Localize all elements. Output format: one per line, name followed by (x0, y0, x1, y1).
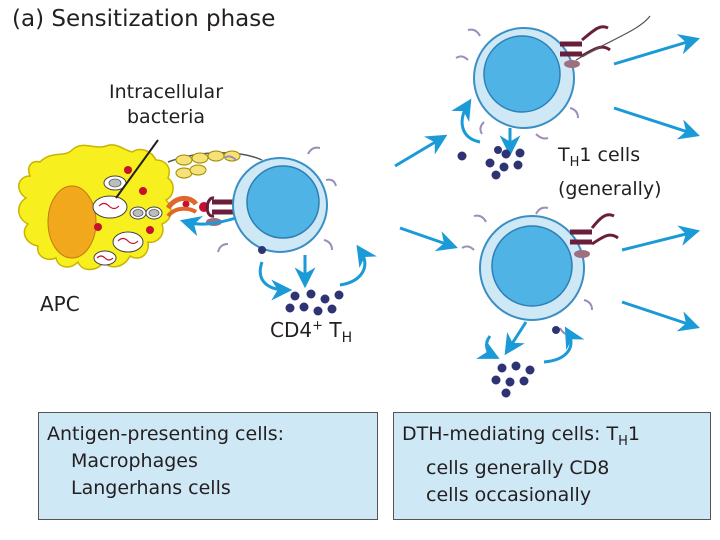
apc-box-heading: Antigen-presenting cells: (47, 423, 285, 445)
label-intracellular-line2: bacteria (126, 106, 206, 128)
red-antigen-dots (94, 166, 190, 234)
th1-bottom-arrows (476, 225, 701, 364)
apc-box-item: Langerhans cells (71, 477, 231, 499)
th1-cell-bottom (461, 206, 619, 336)
label-th1-cells: TH1 cells (generally) (558, 142, 662, 203)
label-cd4-prefix: CD4 (270, 318, 313, 342)
th1-bottom-cytokines (491, 361, 535, 398)
label-cd4-th: CD4+ TH (270, 318, 352, 346)
dth-box-heading-suffix: 1 (627, 423, 640, 445)
label-cd4-sub: H (341, 330, 353, 346)
apc-nucleus (47, 185, 97, 259)
th1-top-cytokines (457, 148, 525, 180)
th1-top-arrows (451, 34, 701, 157)
label-th1-rest: 1 cells (579, 144, 641, 166)
mhc-tcr-complex (165, 196, 238, 226)
label-apc: APC (40, 292, 80, 316)
cd4-cytokines (285, 289, 344, 316)
cd4-arrows (179, 215, 377, 301)
dth-box-line3: cells occasionally (426, 483, 592, 506)
label-th1-line2: (generally) (558, 177, 662, 200)
label-cd4-t: T (323, 318, 342, 342)
label-th1-sub: H (569, 154, 580, 170)
dth-box-heading-prefix: DTH-mediating cells: T (402, 423, 619, 445)
label-th1-t: T (558, 144, 570, 166)
dth-box-heading-sub: H (618, 433, 628, 449)
differentiation-arrows (394, 134, 458, 252)
th1-cell-top (455, 15, 651, 154)
label-intracellular-bacteria: Intracellular bacteria (96, 80, 236, 130)
cd4-t-cell (217, 146, 337, 254)
intracellular-bacteria (92, 175, 163, 266)
apc-info-box: Antigen-presenting cells: Macrophages La… (38, 412, 378, 520)
bacteria-pointer (115, 139, 159, 199)
label-cd4-sup: + (312, 318, 323, 334)
diagram-title: (a) Sensitization phase (12, 6, 276, 32)
adhesion-chain (167, 150, 263, 179)
label-intracellular-line1: Intracellular (108, 81, 224, 103)
apc-cell (18, 144, 190, 271)
dth-info-box: DTH-mediating cells: TH1 cells generally… (393, 412, 711, 520)
apc-box-item: Macrophages (71, 450, 198, 472)
dth-box-line2: cells generally CD8 (426, 456, 610, 479)
